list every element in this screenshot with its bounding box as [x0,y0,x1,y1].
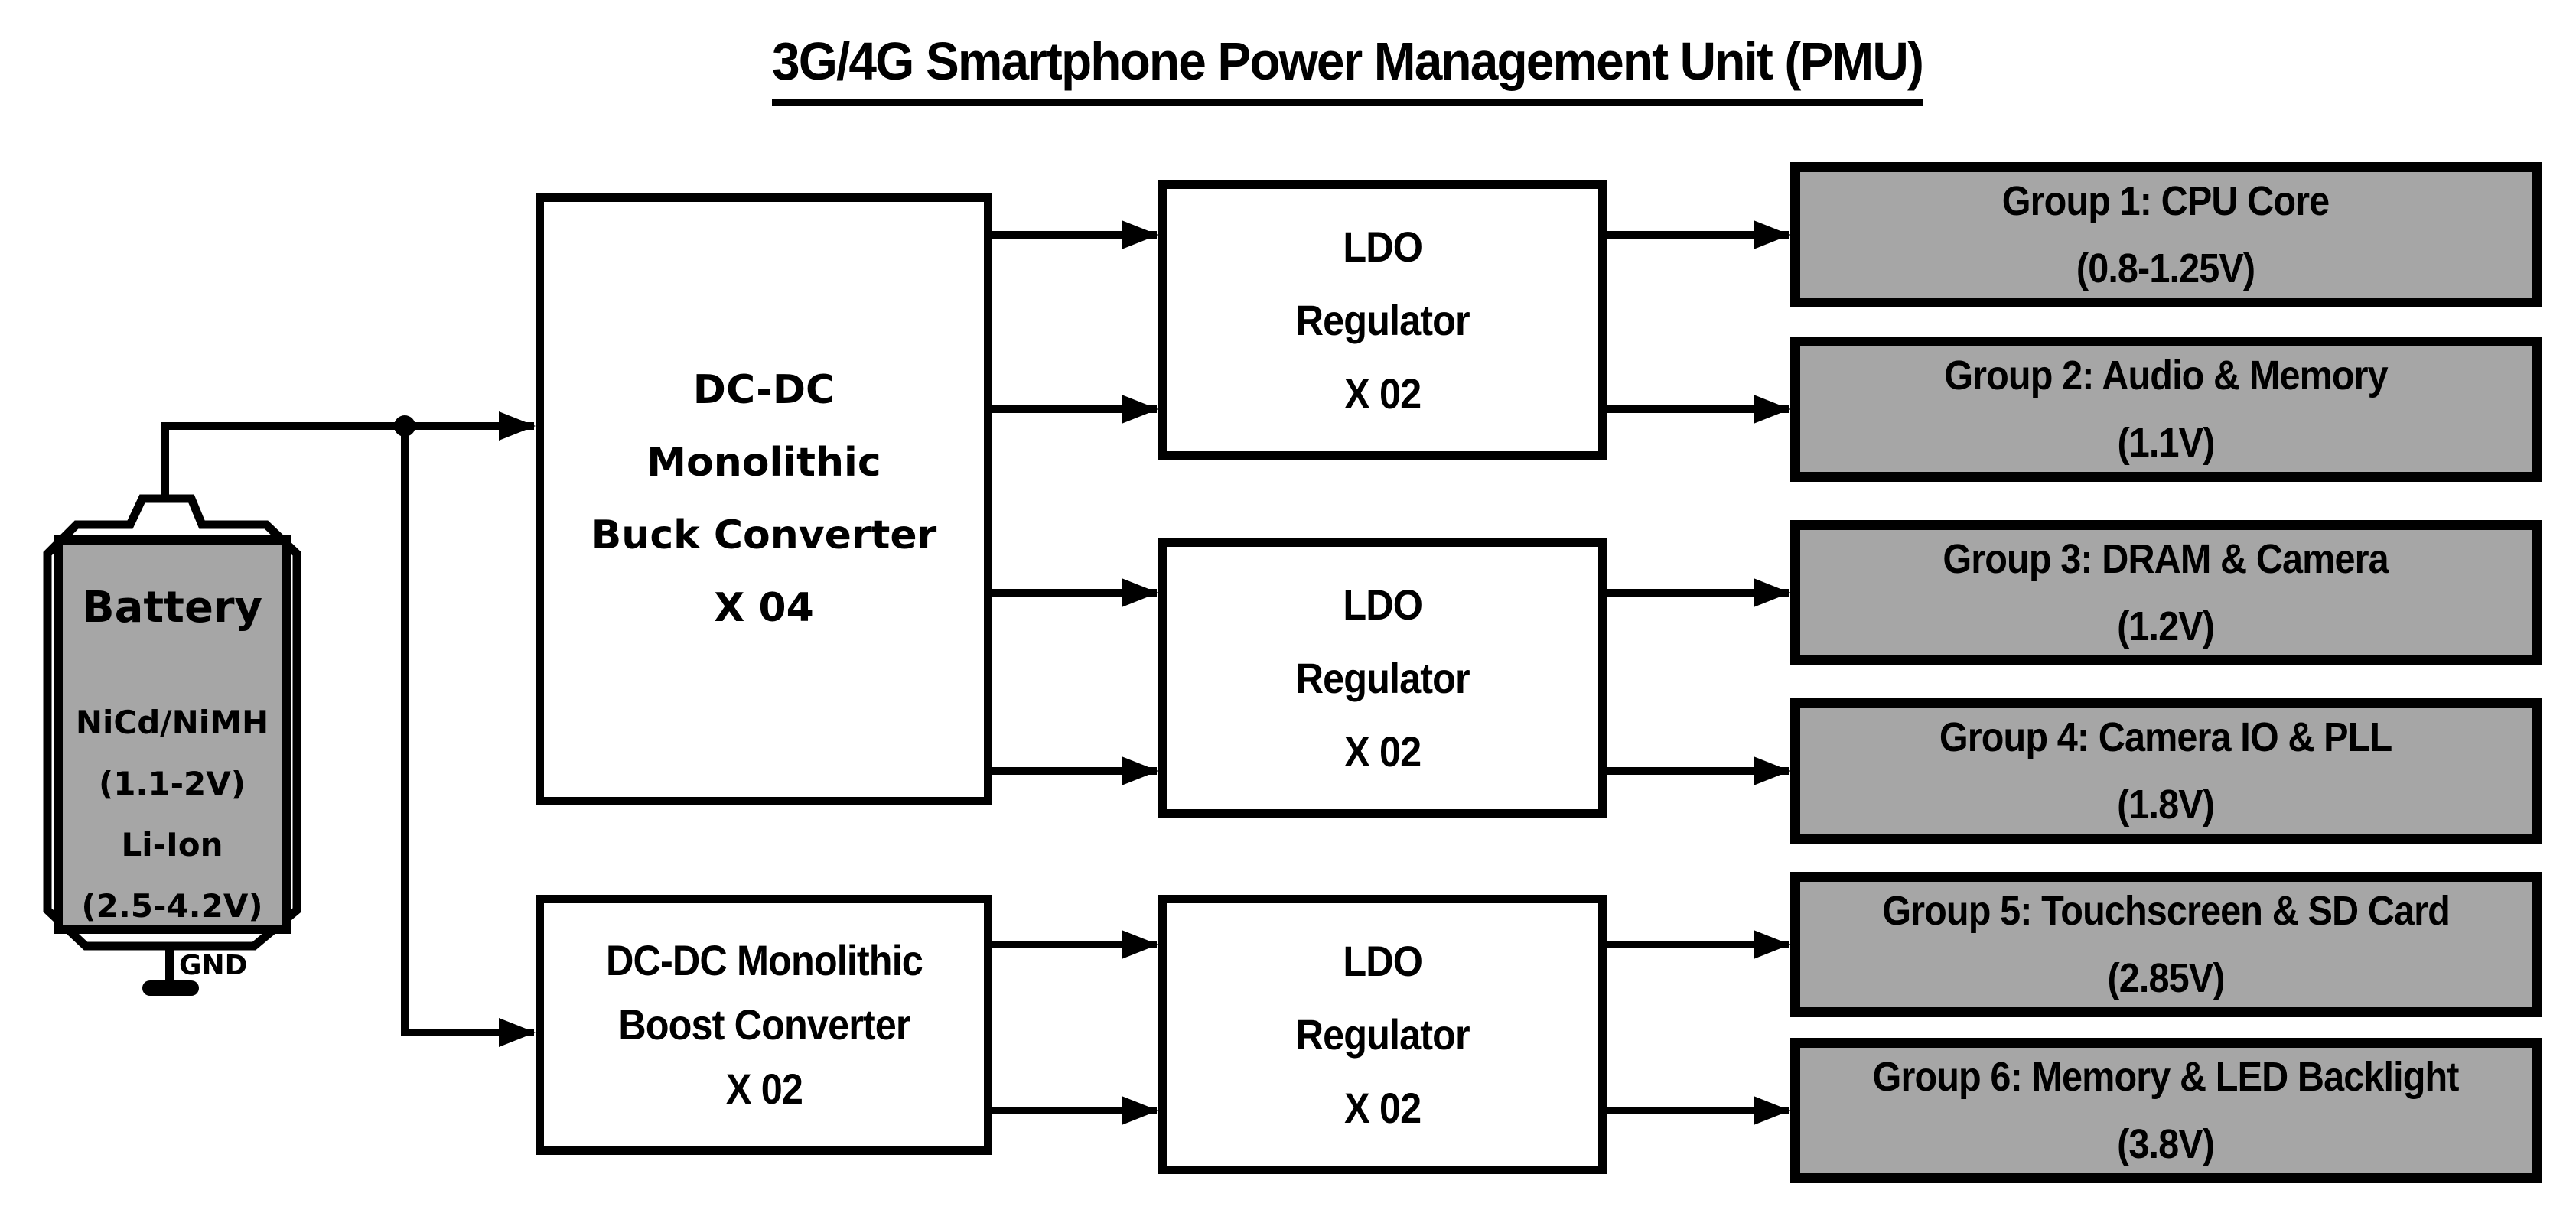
wire-battery-to-boost [401,426,536,1047]
ldo-regulator-label: LDO Regulator X 02 [1295,936,1470,1132]
battery-outline [43,494,301,951]
gnd-label: GND [179,950,248,981]
boost-converter-label: DC-DC Monolithic Boost Converter X 02 [605,936,923,1113]
ldo-regulator-label: LDO Regulator X 02 [1295,580,1470,776]
ldo-regulator-block-2: LDO Regulator X 02 [1158,538,1607,818]
battery-body [54,535,291,934]
boost-converter-block: DC-DC Monolithic Boost Converter X 02 [536,895,992,1155]
group-label: Group 1: CPU Core (0.8-1.25V) [2002,178,2330,291]
ground-symbol [142,946,199,996]
group-label: Group 3: DRAM & Camera (1.2V) [1943,536,2389,649]
battery-label: Battery [81,583,263,633]
ldo-regulator-block-3: LDO Regulator X 02 [1158,895,1607,1174]
group-block-touchscreen-sdcard: Group 5: Touchscreen & SD Card (2.85V) [1790,872,2542,1017]
buck-converter-label: DC-DC Monolithic Buck Converter X 04 [591,367,937,631]
group-label: Group 6: Memory & LED Backlight (3.8V) [1872,1054,2460,1167]
diagram-title: 3G/4G Smartphone Power Management Unit (… [771,31,1923,106]
buck-converter-block: DC-DC Monolithic Buck Converter X 04 [536,193,992,805]
group-block-memory-led-backlight: Group 6: Memory & LED Backlight (3.8V) [1790,1038,2542,1183]
group-block-camera-io-pll: Group 4: Camera IO & PLL (1.8V) [1790,698,2542,844]
wire-battery-to-buck [161,411,536,502]
group-label: Group 5: Touchscreen & SD Card (2.85V) [1882,888,2451,1001]
battery-chemistry-text: NiCd/NiMH (1.1-2V) Li-Ion (2.5-4.2V) [75,704,269,925]
group-label: Group 4: Camera IO & PLL (1.8V) [1939,714,2392,828]
group-block-cpu-core: Group 1: CPU Core (0.8-1.25V) [1790,162,2542,307]
battery-block: Battery NiCd/NiMH (1.1-2V) Li-Ion (2.5-4… [58,540,286,929]
diagram-title-row: 3G/4G Smartphone Power Management Unit (… [0,31,2576,106]
ldo-regulator-label: LDO Regulator X 02 [1295,222,1470,418]
ldo-regulator-block-1: LDO Regulator X 02 [1158,180,1607,460]
group-block-audio-memory: Group 2: Audio & Memory (1.1V) [1790,337,2542,482]
group-label: Group 2: Audio & Memory (1.1V) [1944,353,2389,466]
group-block-dram-camera: Group 3: DRAM & Camera (1.2V) [1790,520,2542,665]
